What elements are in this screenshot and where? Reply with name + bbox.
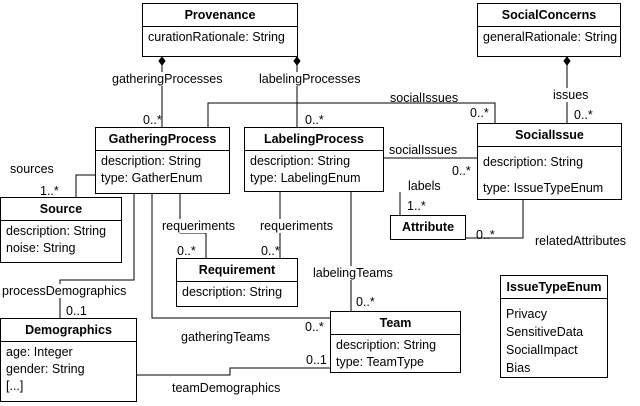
class-attribute[interactable]: Attribute xyxy=(390,215,466,240)
multiplicity-label: 0..* xyxy=(177,244,196,258)
role-label: relatedAttributes xyxy=(535,234,627,248)
class-demographics[interactable]: Demographics age: Integer gender: String… xyxy=(0,318,137,402)
role-label: socialIssues xyxy=(390,91,459,105)
role-label: gatheringProcesses xyxy=(112,72,223,86)
multiplicity-label: 1..* xyxy=(407,199,426,213)
class-attribute: description: String xyxy=(483,155,584,169)
class-team[interactable]: Team description: String type: TeamType xyxy=(330,311,461,373)
class-attribute: description: String xyxy=(101,154,202,168)
class-name: Demographics xyxy=(1,319,136,342)
enum-literal: Bias xyxy=(506,361,531,375)
enum-literal: SocialImpact xyxy=(506,343,578,357)
class-name: Attribute xyxy=(401,220,455,234)
multiplicity-label: 0..* xyxy=(143,113,162,127)
composition-diamond-gathering xyxy=(158,56,166,66)
class-attribute: age: Integer xyxy=(6,345,73,359)
role-label: labelingProcesses xyxy=(259,72,361,86)
multiplicity-label: 0..1 xyxy=(306,353,327,367)
class-labeling-process[interactable]: LabelingProcess description: String type… xyxy=(244,127,384,192)
role-label: requeriments xyxy=(260,219,333,233)
multiplicity-label: 0..* xyxy=(261,244,280,258)
role-label: labels xyxy=(408,179,441,193)
class-name: Provenance xyxy=(143,4,297,27)
role-label: issues xyxy=(553,88,589,102)
class-name: GatheringProcess xyxy=(96,128,229,151)
class-attribute: curationRationale: String xyxy=(148,30,285,44)
assoc-related-attributes xyxy=(466,200,524,239)
class-attribute: type: IssueTypeEnum xyxy=(483,181,604,195)
multiplicity-label: 0..* xyxy=(356,295,375,309)
assoc-process-demographics xyxy=(59,194,135,318)
multiplicity-label: 0..1 xyxy=(66,304,87,318)
class-attribute: [...] xyxy=(6,379,24,393)
assoc-gathering-teams xyxy=(151,194,330,319)
class-attribute: noise: String xyxy=(6,241,76,255)
class-attribute: type: GatherEnum xyxy=(101,171,203,185)
class-attribute: type: TeamType xyxy=(336,355,425,369)
class-name: Requirement xyxy=(177,259,297,282)
class-attribute: generalRationale: String xyxy=(483,30,618,44)
role-label: socialIssues xyxy=(389,143,458,157)
multiplicity-label: 0..* xyxy=(476,228,495,242)
multiplicity-label: 0..* xyxy=(574,108,593,122)
assoc-social-issues-gathering xyxy=(207,102,496,127)
role-label: labelingTeams xyxy=(313,266,393,280)
class-attribute: description: String xyxy=(6,224,107,238)
class-issue-type-enum[interactable]: IssueTypeEnum Privacy SensitiveData Soci… xyxy=(500,275,608,378)
class-name: IssueTypeEnum xyxy=(501,276,607,299)
class-requirement[interactable]: Requirement description: String xyxy=(176,258,298,307)
class-social-concerns[interactable]: SocialConcerns generalRationale: String xyxy=(477,3,621,57)
class-attribute: description: String xyxy=(250,154,351,168)
class-gathering-process[interactable]: GatheringProcess description: String typ… xyxy=(95,127,230,194)
class-attribute: gender: String xyxy=(6,362,85,376)
role-label: teamDemographics xyxy=(172,381,281,395)
class-name: SocialIssue xyxy=(478,124,621,147)
composition-diamond-issues xyxy=(563,56,571,66)
enum-literal: SensitiveData xyxy=(506,325,584,339)
class-attribute: type: LabelingEnum xyxy=(250,171,361,185)
multiplicity-label: 0..* xyxy=(305,320,324,334)
class-source[interactable]: Source description: String noise: String xyxy=(0,197,122,263)
enum-literal: Privacy xyxy=(506,307,547,321)
assoc-team-demographics xyxy=(137,367,330,376)
class-name: Team xyxy=(331,312,460,335)
composition-diamond-labeling xyxy=(293,56,301,66)
class-social-issue[interactable]: SocialIssue description: String type: Is… xyxy=(477,123,622,200)
class-provenance[interactable]: Provenance curationRationale: String xyxy=(142,3,298,57)
assoc-sources xyxy=(75,174,95,197)
class-name: LabelingProcess xyxy=(245,128,383,151)
multiplicity-label: 0..* xyxy=(305,113,324,127)
multiplicity-label: 0..* xyxy=(470,106,489,120)
class-attribute: description: String xyxy=(336,338,437,352)
assoc-requirements-gathering xyxy=(179,194,207,258)
role-label: sources xyxy=(10,162,54,176)
role-label: requeriments xyxy=(162,219,235,233)
multiplicity-label: 1..* xyxy=(40,184,59,198)
class-name: Source xyxy=(1,198,121,221)
class-name: SocialConcerns xyxy=(478,4,620,27)
role-label: processDemographics xyxy=(2,284,127,298)
role-label: gatheringTeams xyxy=(181,330,270,344)
multiplicity-label: 0..* xyxy=(452,164,471,178)
class-attribute: description: String xyxy=(182,285,283,299)
